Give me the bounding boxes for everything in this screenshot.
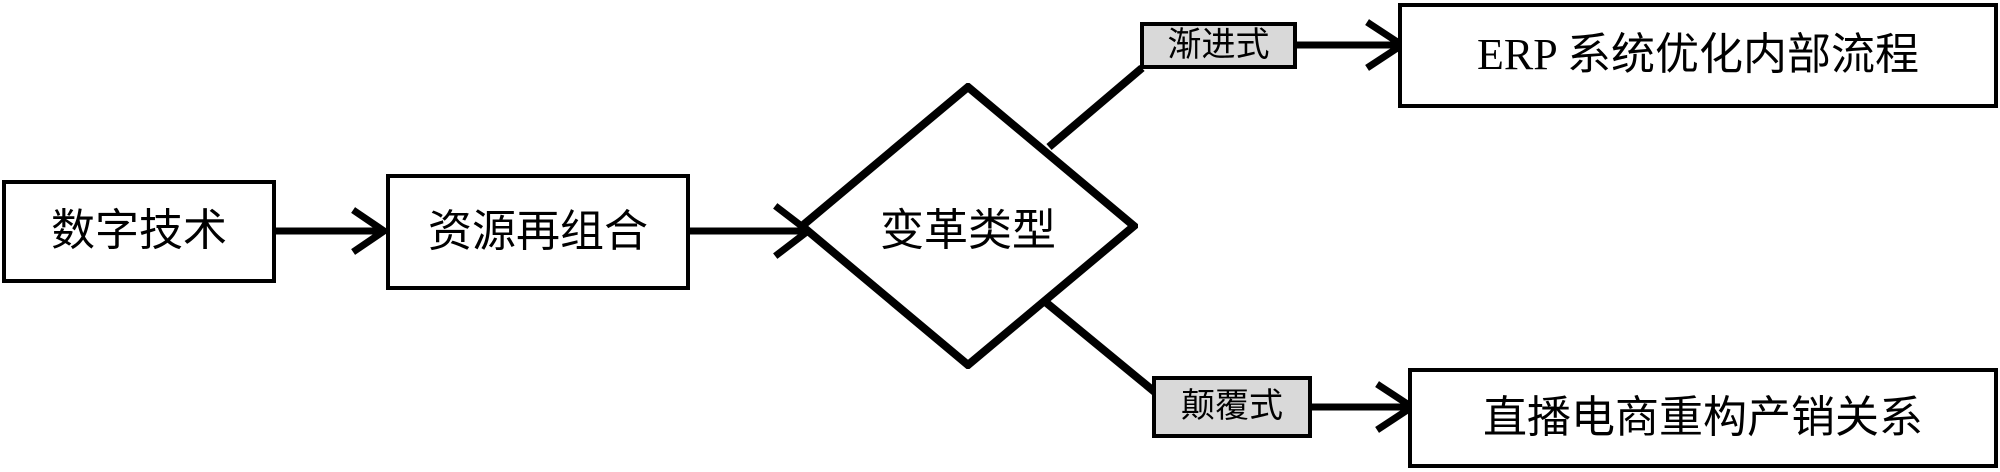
node-resource-recombination-label: 资源再组合 xyxy=(428,206,648,256)
edge-label-disruptive-text: 颠覆式 xyxy=(1181,388,1283,426)
edge-label-incremental-text: 渐进式 xyxy=(1167,26,1270,64)
edge-resource-to-change-type xyxy=(690,203,814,259)
edge-label-incremental[interactable]: 渐进式 xyxy=(1140,22,1297,69)
edge-incremental-to-erp xyxy=(1297,19,1409,71)
edge-label-disruptive[interactable]: 颠覆式 xyxy=(1152,376,1312,438)
node-livestream-label: 直播电商重构产销关系 xyxy=(1483,392,1923,442)
node-change-type-label-wrap: 变革类型 xyxy=(798,83,1138,369)
node-livestream[interactable]: 直播电商重构产销关系 xyxy=(1408,368,1998,468)
node-digital-tech-label: 数字技术 xyxy=(51,206,227,256)
node-change-type[interactable]: 变革类型 xyxy=(798,83,1138,369)
node-erp-label: ERP 系统优化内部流程 xyxy=(1476,30,1920,80)
node-resource-recombination[interactable]: 资源再组合 xyxy=(386,174,690,290)
node-erp[interactable]: ERP 系统优化内部流程 xyxy=(1398,3,1998,108)
diamond-shape-icon xyxy=(798,83,1138,369)
edge-digital-tech-to-resource xyxy=(276,207,391,255)
node-digital-tech[interactable]: 数字技术 xyxy=(2,180,276,283)
edge-disruptive-to-livestream xyxy=(1312,381,1419,433)
node-change-type-label: 变革类型 xyxy=(880,206,1056,255)
